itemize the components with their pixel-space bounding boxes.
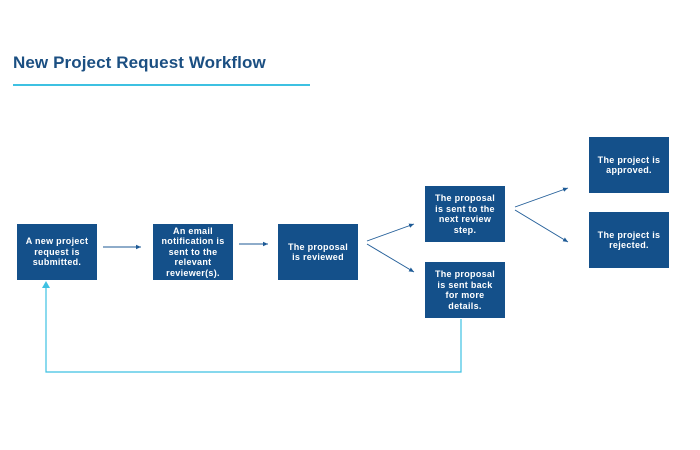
outcome-rejected-label: The project is rejected. (597, 229, 661, 251)
outcome-approved: The project is approved. (589, 137, 669, 193)
step-proposal-reviewed: The proposal is reviewed (278, 224, 358, 280)
step-sent-back: The proposal is sent back for more detai… (425, 262, 505, 318)
step-request-submitted-label: A new project request is submitted. (25, 236, 89, 268)
outcome-approved-label: The project is approved. (597, 154, 661, 176)
step-next-review-label: The proposal is sent to the next review … (434, 193, 496, 235)
step-next-review: The proposal is sent to the next review … (425, 186, 505, 242)
loop-back-arrow (45, 286, 462, 373)
loop-back-arrowhead (42, 281, 50, 288)
title-underline (13, 84, 310, 86)
step-request-submitted: A new project request is submitted. (17, 224, 97, 280)
step-email-notification-label: An email notification is sent to the rel… (161, 225, 225, 278)
step-proposal-reviewed-label: The proposal is reviewed (287, 241, 349, 263)
arrow-reviewed-to-next-step (366, 223, 415, 242)
outcome-rejected: The project is rejected. (589, 212, 669, 268)
arrow-reviewed-to-sent-back (366, 243, 415, 273)
step-email-notification: An email notification is sent to the rel… (153, 224, 233, 280)
arrow-next-step-to-approved (514, 187, 569, 208)
page-title: New Project Request Workflow (13, 53, 266, 72)
step-sent-back-label: The proposal is sent back for more detai… (434, 269, 496, 311)
arrow-next-step-to-rejected (514, 209, 569, 243)
